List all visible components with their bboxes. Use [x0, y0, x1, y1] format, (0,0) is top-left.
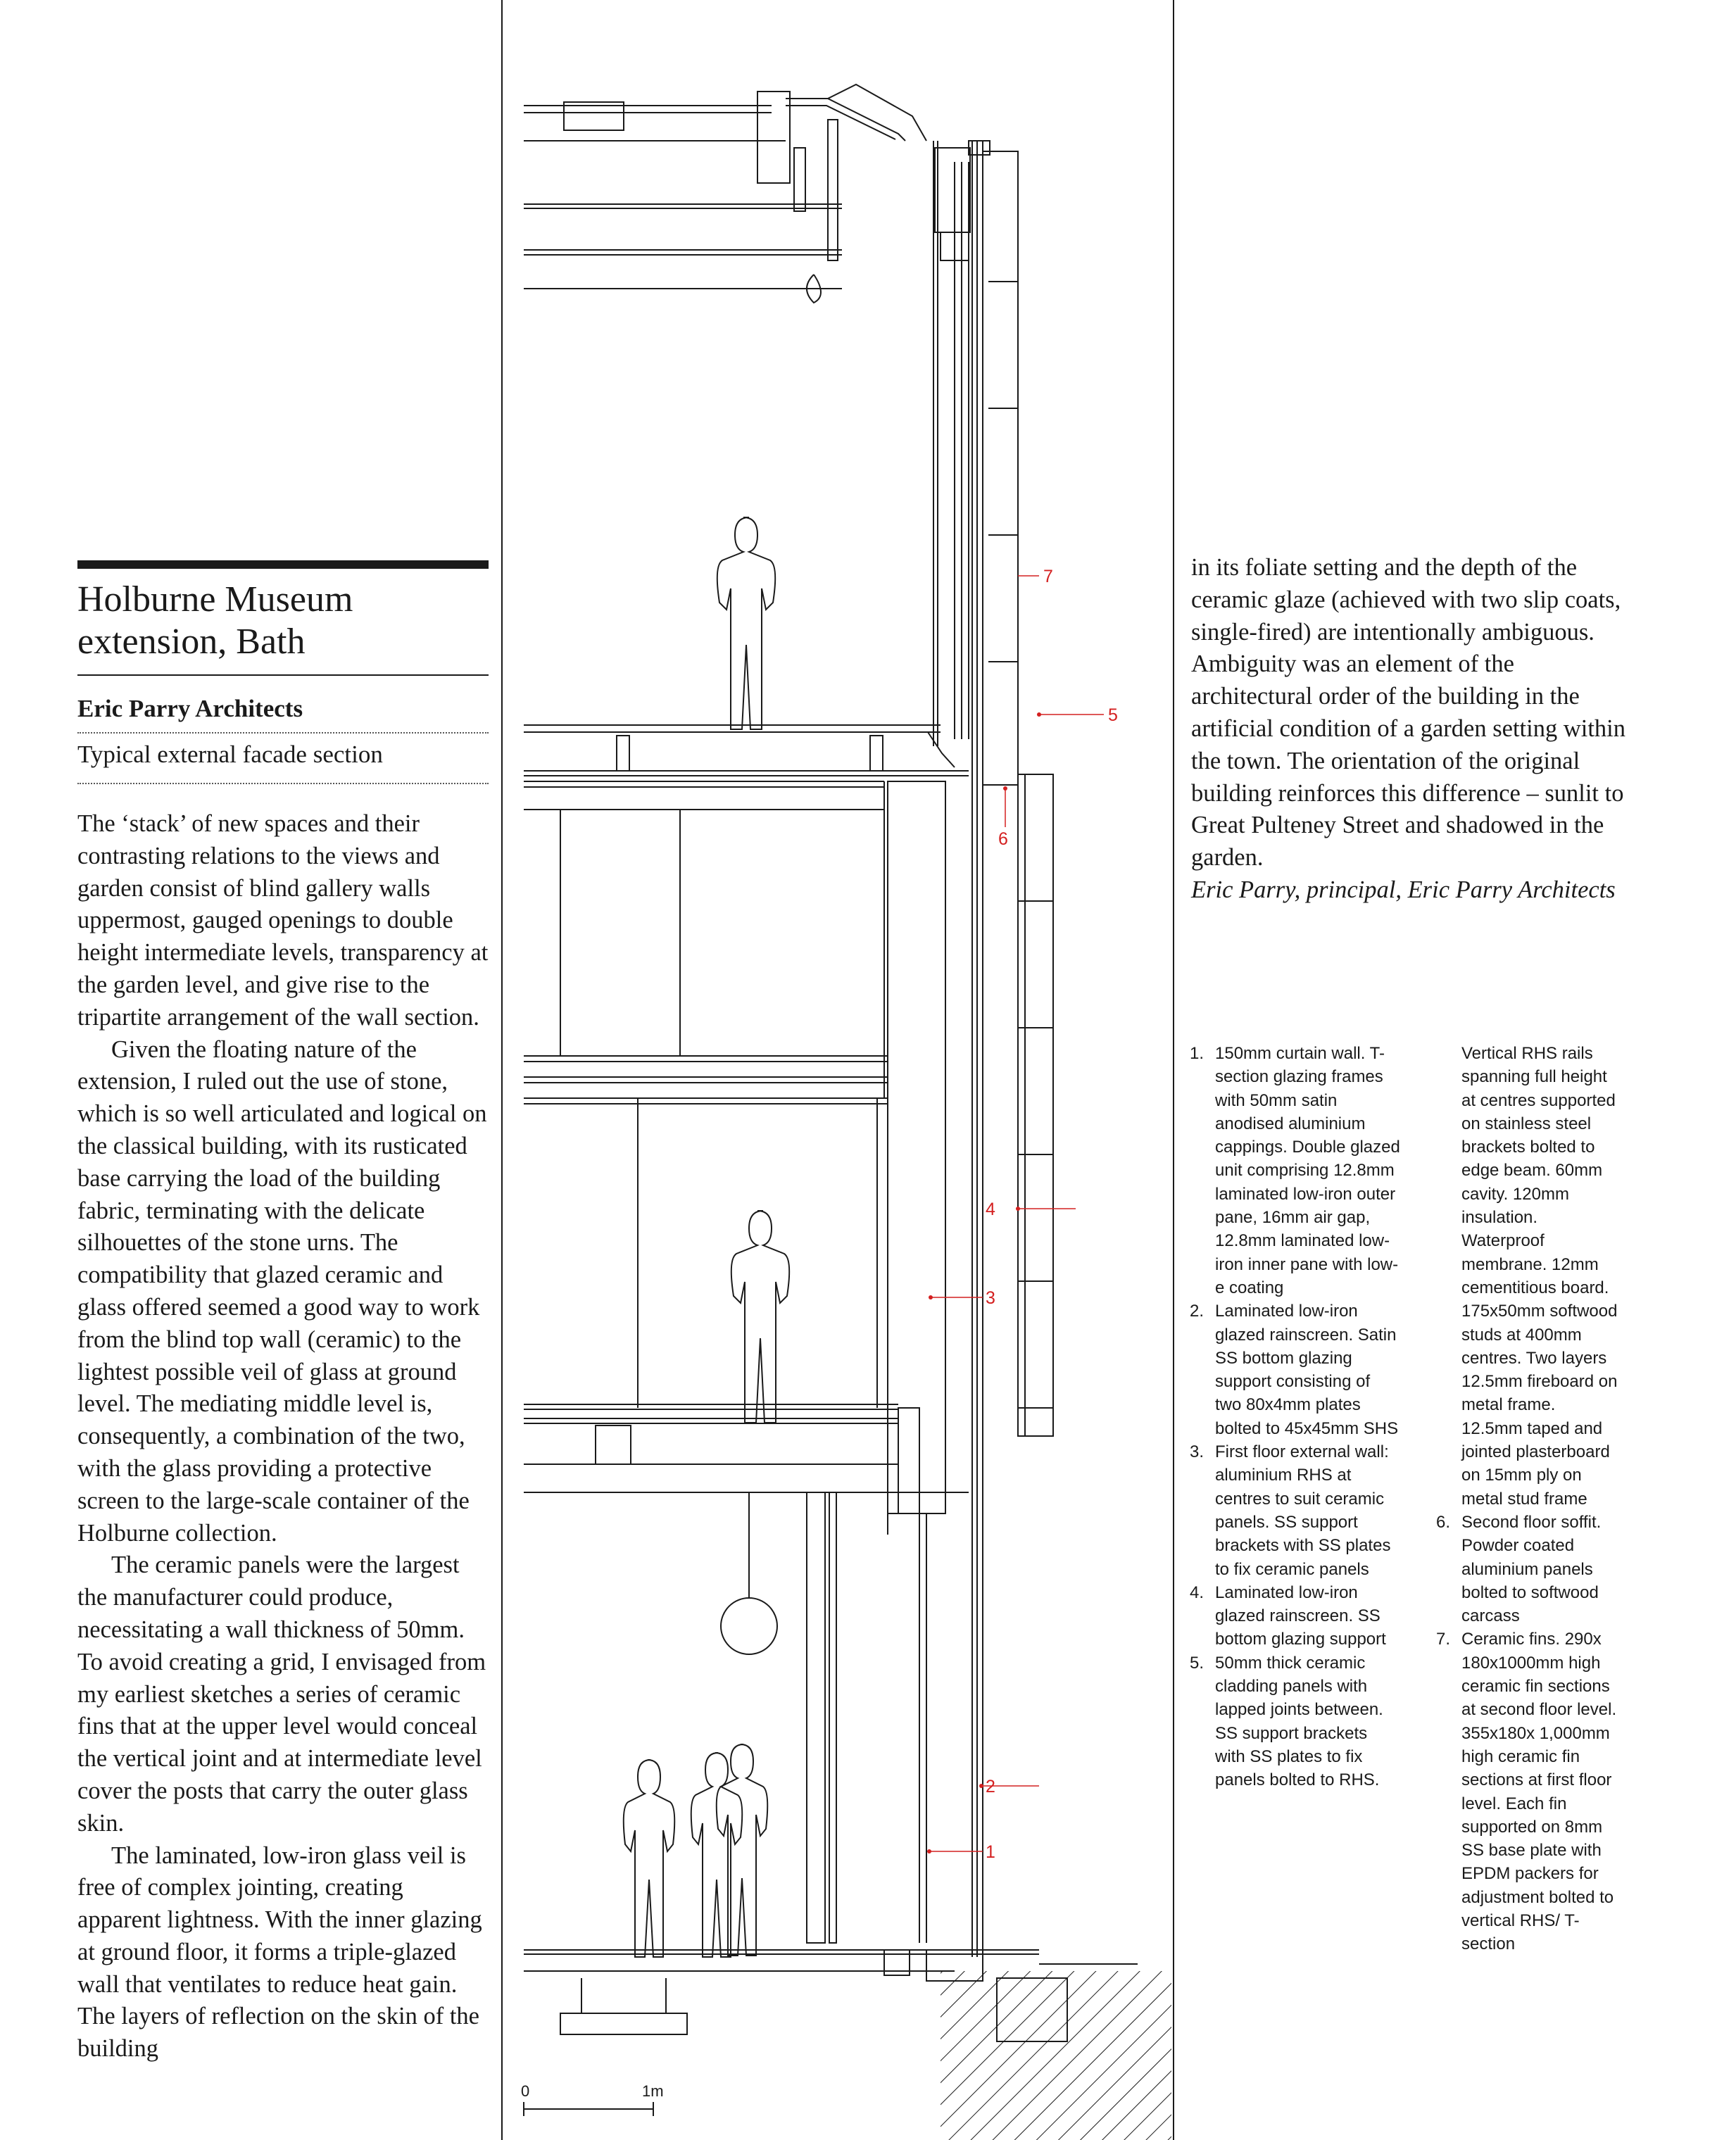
note-item: 2. Laminated low-iron glazed rainscreen. …: [1190, 1299, 1401, 1440]
title-bar: [77, 560, 489, 569]
human-figure: [715, 1744, 769, 1956]
callout-5: 5: [1108, 705, 1118, 725]
caption-rule: [77, 783, 489, 784]
notes-list-a: 1. 150mm curtain wall. T-section glazing …: [1190, 1042, 1401, 1792]
note-number: 4.: [1190, 1582, 1204, 1602]
note-number: 3.: [1190, 1442, 1204, 1462]
continued-text: in its foliate setting and the depth of …: [1191, 552, 1628, 907]
note-number: 6.: [1436, 1512, 1451, 1532]
body-paragraph: The ‘stack’ of new spaces and their cont…: [77, 810, 489, 1031]
continued-paragraph: in its foliate setting and the depth of …: [1191, 554, 1625, 871]
drawing-caption: Typical external facade section: [77, 741, 383, 768]
callout-2: 2: [986, 1777, 995, 1796]
architect-name: Eric Parry Architects: [77, 695, 303, 722]
note-number: 2.: [1190, 1302, 1204, 1321]
note-text: First floor external wall: aluminium RHS…: [1215, 1442, 1391, 1579]
note-text: 50mm thick ceramic cladding panels with …: [1215, 1653, 1383, 1790]
title-rule: [77, 674, 489, 676]
article-title: Holburne Museum extension, Bath: [77, 579, 353, 662]
facade-section-drawing: 1 2 3 4 5 6 7 0 1m: [521, 83, 1171, 2140]
callout-6: 6: [998, 829, 1008, 849]
note-item: 3. First floor external wall: aluminium R…: [1190, 1440, 1401, 1581]
callout-3: 3: [986, 1288, 995, 1308]
callout-1: 1: [986, 1842, 995, 1862]
human-figure: [622, 1759, 676, 1958]
callout-7: 7: [1043, 567, 1053, 586]
note-text: Second floor soffit. Powder coated alumi…: [1461, 1512, 1602, 1626]
body-paragraph: Given the floating nature of the extensi…: [77, 1036, 487, 1547]
architect-rule: [77, 732, 489, 734]
attribution: Eric Parry, principal, Eric Parry Archit…: [1191, 876, 1616, 903]
column-divider-right: [1173, 0, 1174, 2140]
body-paragraph: The laminated, low-iron glass veil is fr…: [77, 1842, 482, 2063]
column-divider-left: [501, 0, 503, 2140]
human-figure: [690, 1752, 743, 1958]
article-body: The ‘stack’ of new spaces and their cont…: [77, 808, 489, 2065]
human-figure: [716, 517, 776, 730]
human-figure: [730, 1210, 791, 1423]
callout-4: 4: [986, 1200, 995, 1219]
note-item: 1. 150mm curtain wall. T-section glazing …: [1190, 1042, 1401, 1299]
note-text: Ceramic fins. 290x 180x1000mm high ceram…: [1461, 1630, 1617, 1954]
note-item: 7. Ceramic fins. 290x 180x1000mm high cer…: [1436, 1628, 1619, 1956]
scale-bar-end: 1m: [642, 2082, 664, 2100]
note-text: 150mm curtain wall. T-section glazing fr…: [1215, 1044, 1400, 1297]
body-paragraph: The ceramic panels were the largest the …: [77, 1552, 486, 1837]
note-text: Laminated low-iron glazed rainscreen. SS…: [1215, 1582, 1386, 1649]
note-number: 7.: [1436, 1630, 1451, 1649]
note-item: 4. Laminated low-iron glazed rainscreen. …: [1190, 1581, 1401, 1651]
note-text: Laminated low-iron glazed rainscreen. Sa…: [1215, 1302, 1399, 1438]
note-number: 5.: [1190, 1653, 1204, 1673]
scale-bar-start: 0: [521, 2082, 529, 2100]
note-item: 5. 50mm thick ceramic cladding panels wit…: [1190, 1651, 1401, 1792]
note-item: 6. Second floor soffit. Powder coated alu…: [1436, 1511, 1619, 1628]
note-item: Vertical RHS rails spanning full height …: [1436, 1042, 1619, 1511]
note-text: Vertical RHS rails spanning full height …: [1461, 1044, 1618, 1509]
notes-list-b: Vertical RHS rails spanning full height …: [1436, 1042, 1619, 1956]
note-number: 1.: [1190, 1044, 1204, 1063]
